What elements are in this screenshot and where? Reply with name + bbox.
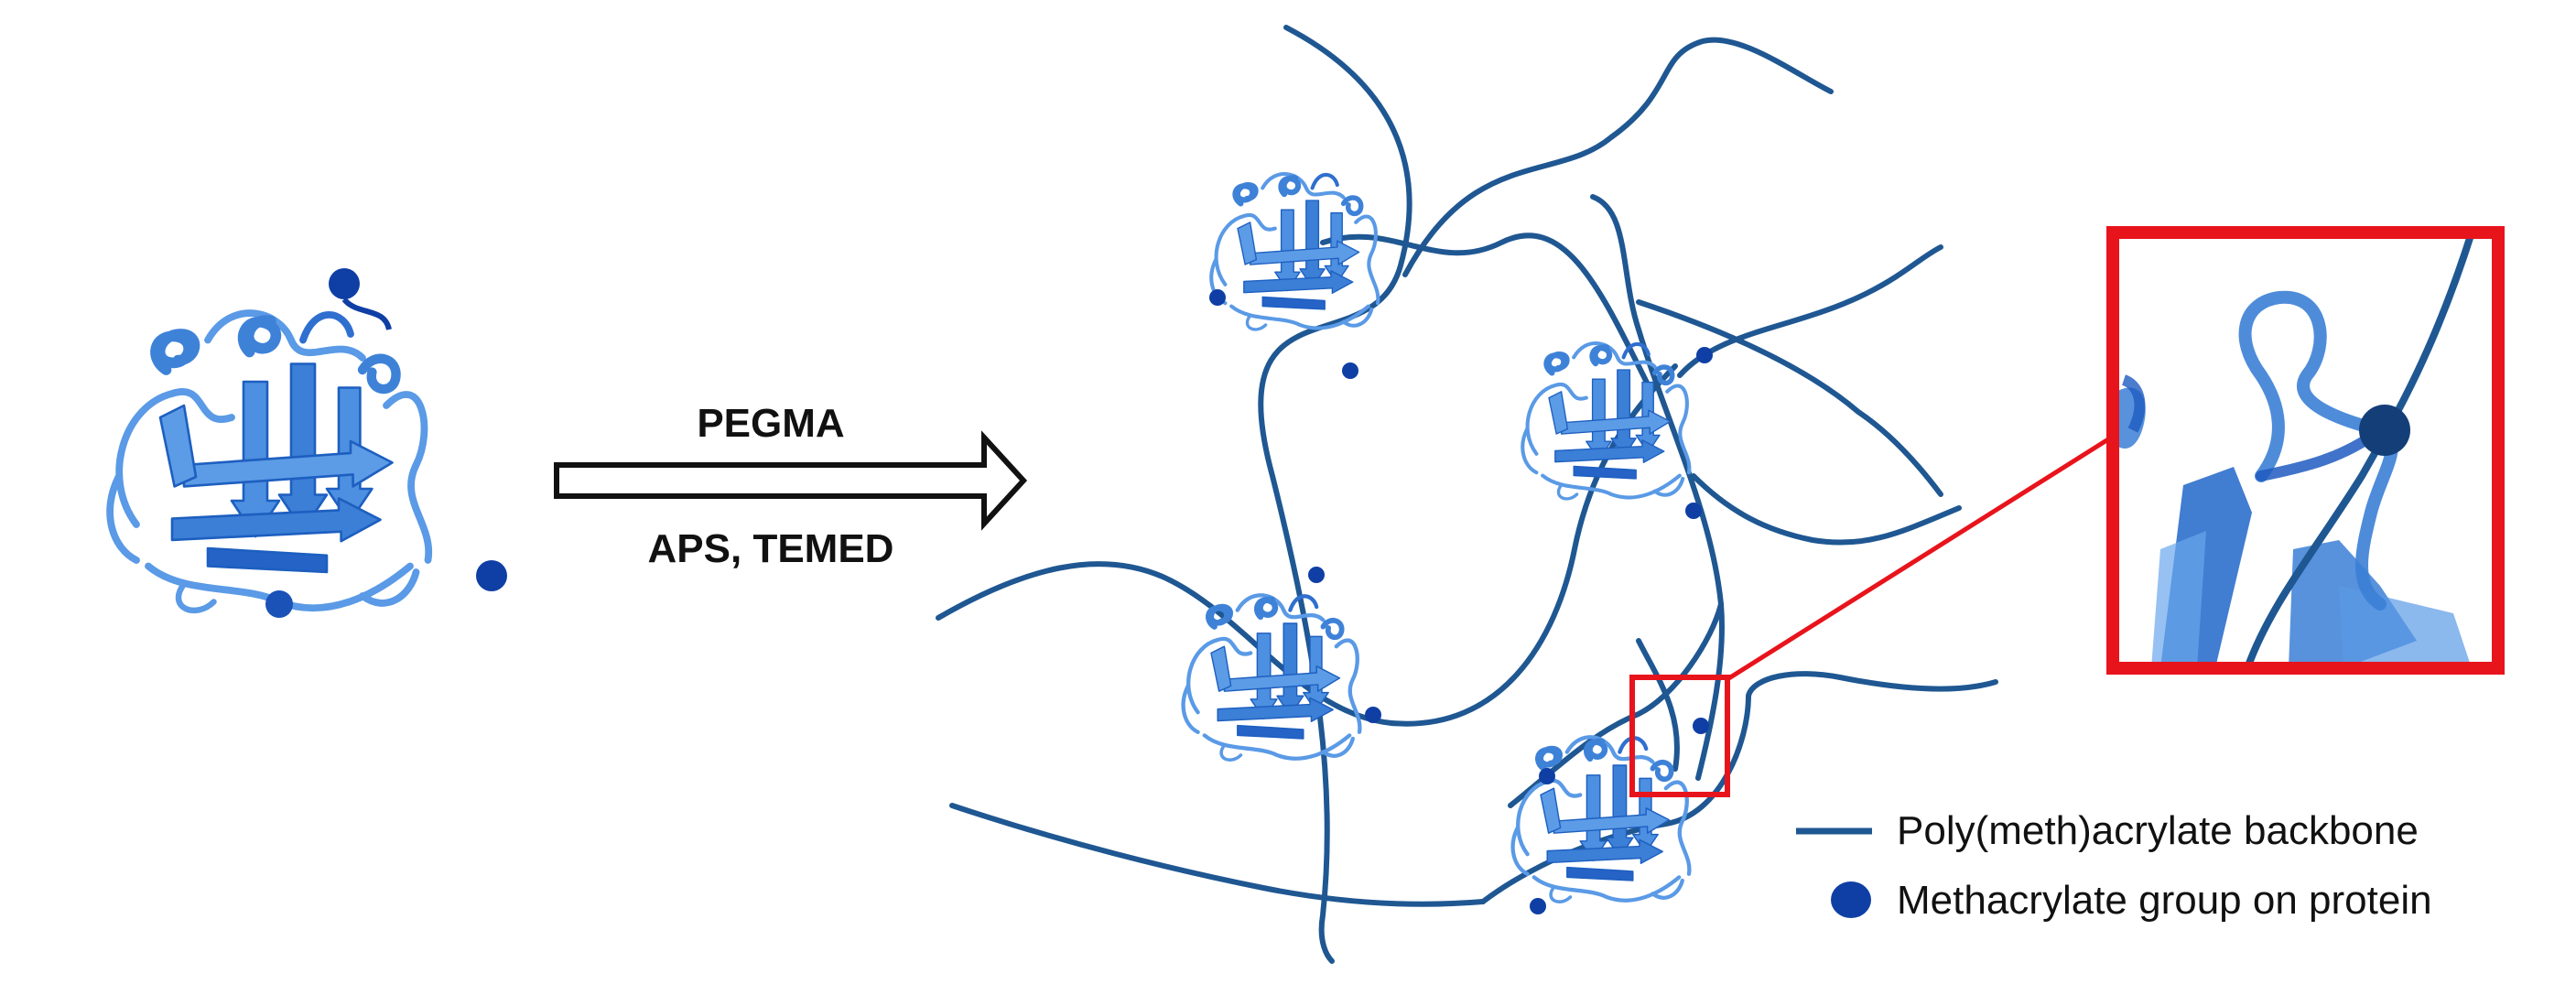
network-methacrylate-dots	[1209, 289, 1713, 914]
legend: Poly(meth)acrylate backbone Methacrylate…	[1796, 808, 2432, 923]
protein-structure	[110, 313, 428, 611]
methacrylate-dot	[329, 268, 360, 299]
zoom-connector	[1726, 437, 2110, 682]
legend-backbone-label: Poly(meth)acrylate backbone	[1897, 808, 2419, 853]
reaction-arrow	[554, 430, 1028, 531]
network-protein	[1513, 737, 1690, 902]
legend-group-label: Methacrylate group on protein	[1897, 878, 2432, 923]
network-protein	[1184, 595, 1360, 760]
methacrylate-dot	[476, 560, 507, 591]
methacrylate-dot	[265, 590, 293, 618]
network-protein	[1522, 343, 1689, 499]
reagent-top-label: PEGMA	[697, 401, 844, 446]
reagent-bottom-label: APS, TEMED	[648, 526, 894, 571]
network-protein	[1211, 174, 1378, 330]
highlight-box-small	[1629, 675, 1730, 797]
polymer-network	[936, 25, 1998, 964]
legend-dot-swatch	[1831, 881, 1871, 918]
zoom-inset	[2106, 226, 2505, 675]
